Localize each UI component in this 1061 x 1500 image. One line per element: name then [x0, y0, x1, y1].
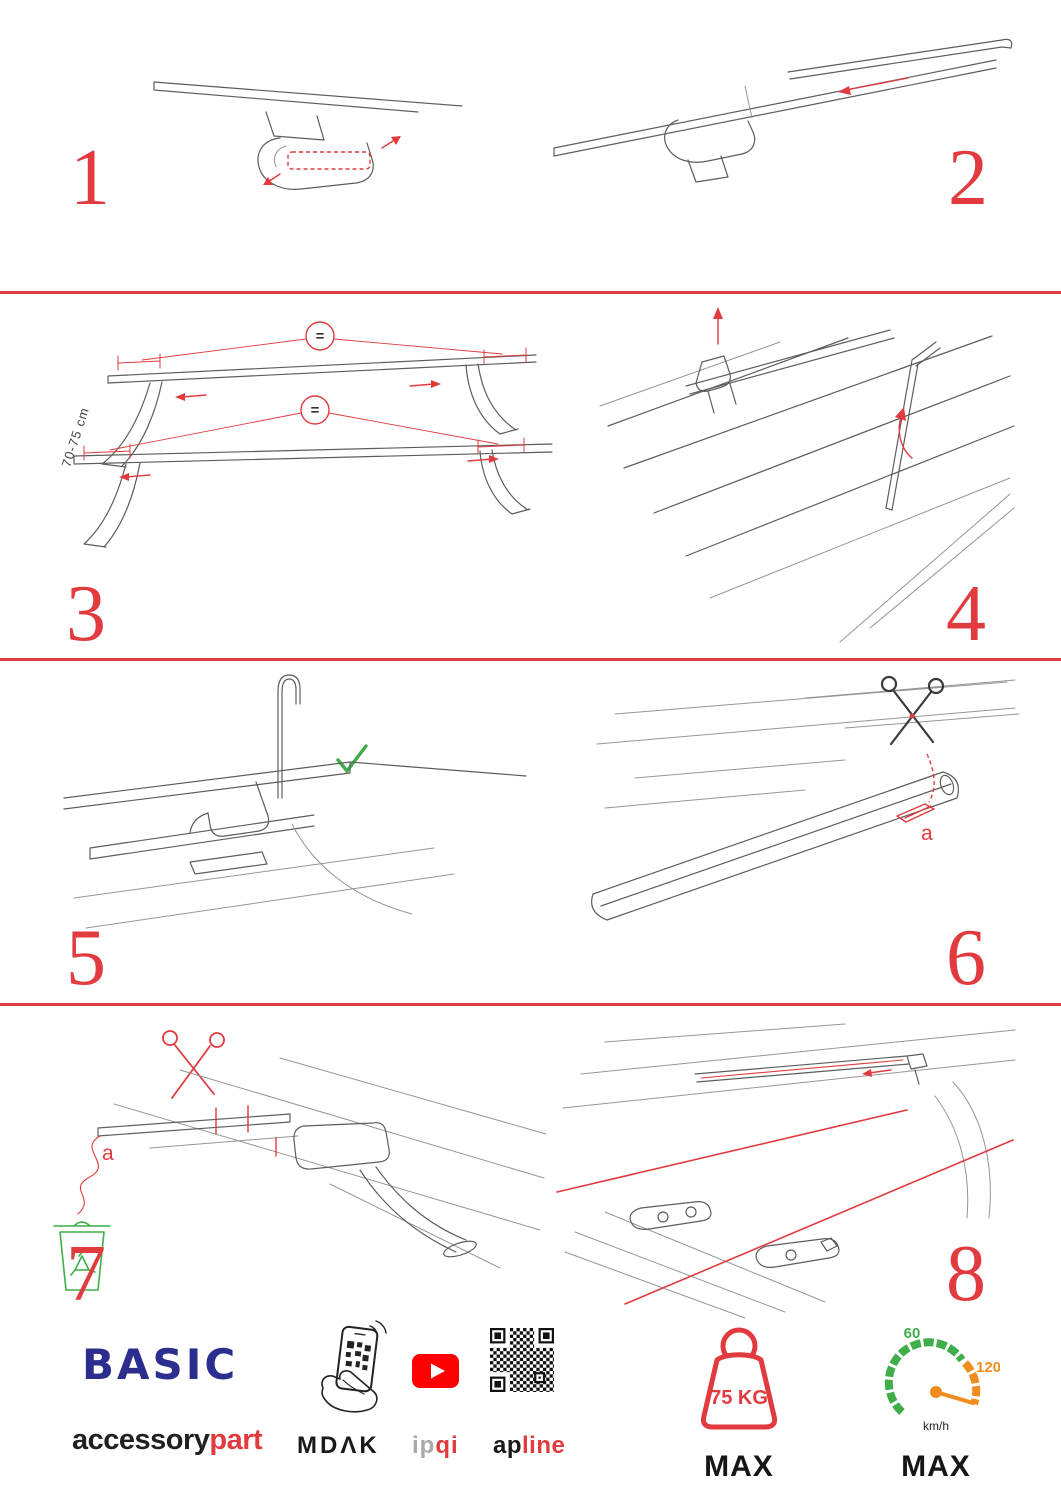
step-number-8: 8: [946, 1230, 986, 1318]
step-number-7: 7: [66, 1230, 106, 1318]
equal-spacing-indicator: = =: [109, 321, 503, 451]
roof-outline: [562, 1023, 1016, 1319]
rubber-strip-end: [896, 753, 935, 823]
step-number-4: 4: [946, 570, 986, 658]
clamp: [664, 85, 756, 183]
step-5-illustration: [63, 674, 527, 929]
basic-logo: BASIC: [82, 1340, 239, 1389]
apline-red-part: line: [522, 1432, 566, 1459]
speedometer-icon: 60 120 km/h: [884, 1325, 1000, 1433]
rotate-arrow: [895, 407, 913, 459]
wordmark-accessory: accessory: [72, 1424, 210, 1456]
section-divider: [0, 658, 1061, 661]
locking-pin: [277, 674, 301, 799]
mounting-zone-lines: [556, 1109, 1014, 1305]
step-3-illustration: = = 70-75 cm: [59, 321, 553, 548]
step-number-2: 2: [948, 134, 988, 222]
crossbar: [694, 1053, 928, 1085]
speed-high-label: 120: [976, 1359, 1000, 1376]
measure-label: 70-75 cm: [59, 405, 92, 469]
step-number-3: 3: [66, 570, 106, 658]
clamp: [293, 1122, 477, 1258]
rubber-pad-insert: [263, 136, 401, 185]
trash-bin-icon: [53, 1221, 111, 1291]
step-number-6: 6: [946, 914, 986, 1002]
crossbar: [553, 38, 1013, 157]
discard-squiggle: [77, 1135, 101, 1215]
clamp: [257, 111, 374, 190]
insert-arrow: [713, 307, 723, 345]
youtube-icon: [412, 1354, 459, 1388]
step-6-illustration: a: [591, 675, 1020, 921]
weight-value: 75 KG: [710, 1387, 768, 1409]
roof-outline: [113, 1057, 547, 1269]
ipqi-red-part: qi: [435, 1432, 459, 1459]
slide-arrow: [838, 77, 909, 95]
speed-max-label: MAX: [901, 1450, 971, 1483]
qr-code: [490, 1328, 554, 1392]
step-2-illustration: [553, 38, 1013, 183]
check-icon: [336, 744, 368, 773]
phone-qr-scan-icon: [321, 1320, 387, 1413]
step-1-illustration: [153, 81, 463, 190]
strip-label-a: a: [921, 822, 933, 845]
slide-arrows: [119, 380, 499, 481]
step-4-illustration: [599, 307, 1015, 643]
equals-top: =: [316, 328, 325, 345]
apline-black-part: ap: [493, 1432, 523, 1459]
scissors-icon: [880, 675, 945, 746]
step-7-illustration: a: [53, 1030, 547, 1291]
speed-low-label: 60: [904, 1325, 921, 1342]
speed-unit-label: km/h: [923, 1419, 949, 1433]
section-divider: [0, 1003, 1061, 1006]
t-slot-adapter: [755, 1237, 840, 1268]
crossbar: [591, 771, 959, 921]
front-crossbar: [101, 354, 537, 468]
equals-bottom: =: [311, 402, 320, 419]
scissors-icon: [162, 1030, 225, 1099]
apline-logo: apline: [493, 1432, 565, 1460]
step-number-5: 5: [66, 914, 106, 1002]
accessorypart-logo: accessorypart: [72, 1424, 263, 1457]
mdak-logo: MDΛK: [297, 1432, 380, 1459]
weight-max-label: MAX: [704, 1450, 774, 1483]
max-load-icon: 75 KG: [700, 1327, 778, 1430]
ipqi-gray-part: ip: [412, 1432, 436, 1459]
strip-label-a: a: [102, 1142, 114, 1165]
door-frame: [63, 761, 527, 929]
crossbar: [153, 81, 463, 113]
roof-outline: [599, 329, 1015, 599]
wordmark-part: part: [209, 1424, 263, 1456]
t-slot-adapter: [629, 1201, 712, 1230]
step-number-1: 1: [70, 134, 110, 222]
rear-crossbar: [73, 443, 553, 548]
roof-outline: [596, 679, 1020, 809]
clamp: [189, 781, 270, 875]
clamp: [695, 355, 737, 414]
step-8-illustration: [556, 1023, 1016, 1319]
rubber-strip: [97, 1105, 291, 1157]
ipqi-logo: ipqi: [412, 1432, 459, 1460]
dimension-marks: [83, 347, 527, 461]
section-divider: [0, 291, 1061, 294]
allen-key-icon: [885, 341, 941, 511]
